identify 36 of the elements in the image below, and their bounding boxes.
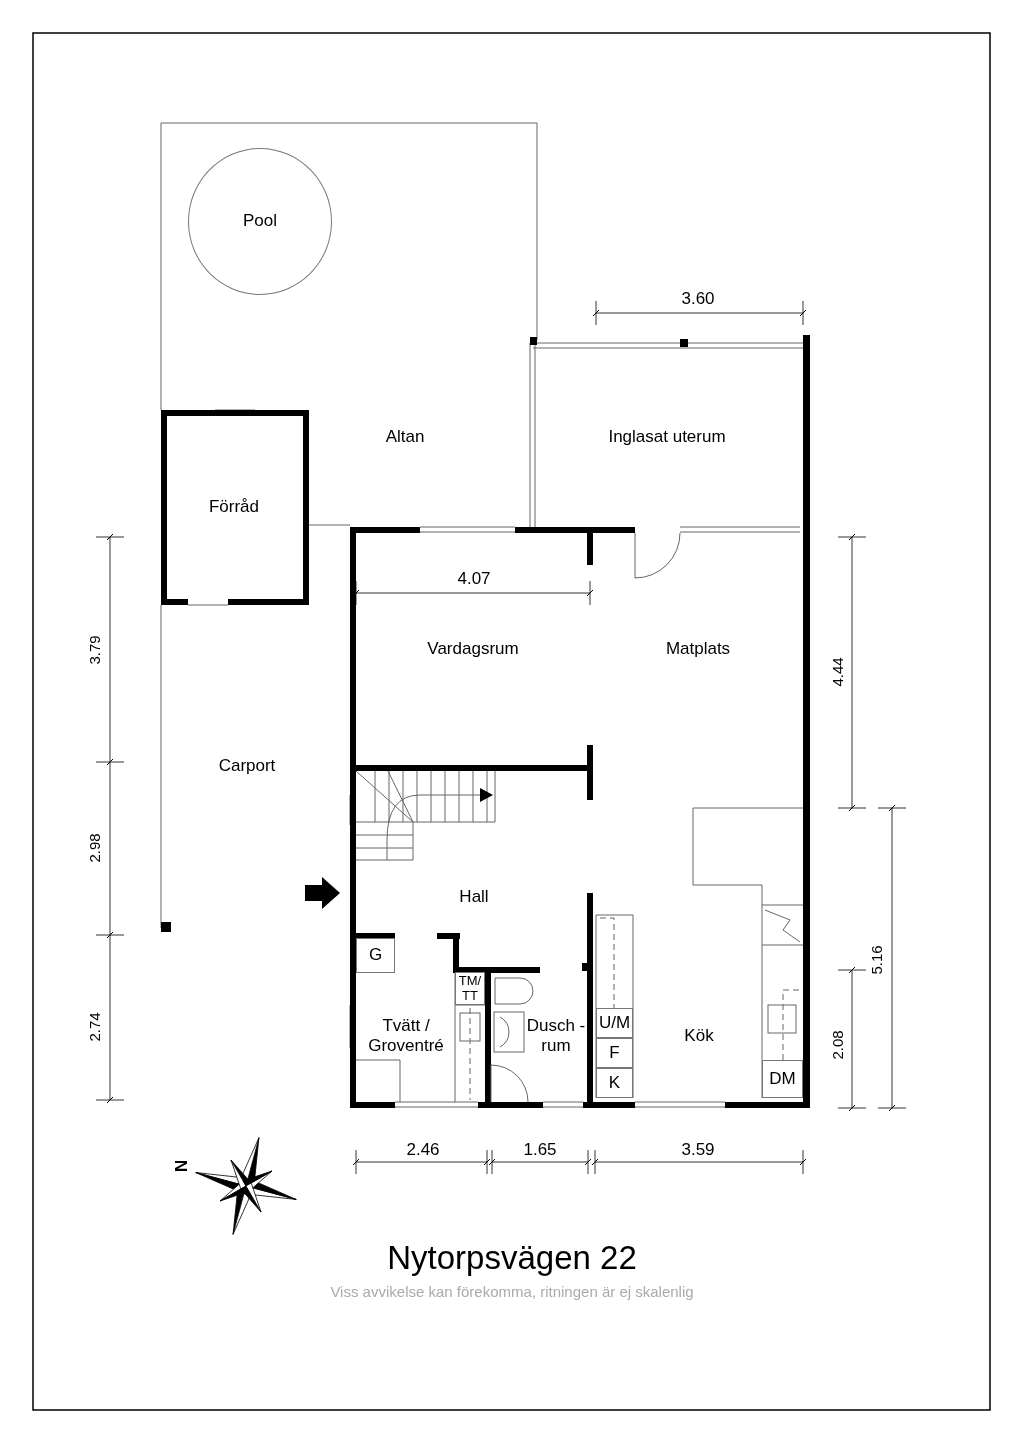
pool-circle	[188, 148, 332, 295]
dimension-value: 4.07	[457, 569, 491, 589]
dimension-value: 2.08	[829, 1030, 847, 1060]
fixture-box	[596, 1068, 633, 1098]
dimension-value: 5.16	[868, 945, 886, 975]
dimension-value: 3.79	[86, 635, 104, 665]
fixture-label: U/M	[598, 1013, 631, 1033]
room-name: Förråd	[208, 497, 260, 517]
dimension-value: 3.60	[681, 289, 715, 309]
room-name: Hall	[459, 887, 489, 907]
fixture-label: G	[368, 946, 383, 965]
room-name: Carport	[218, 756, 276, 776]
dimension-value: 3.59	[681, 1140, 715, 1160]
north-label: N	[170, 1159, 190, 1173]
fixture-label: DM	[769, 1069, 796, 1089]
dimension-value: 1.65	[523, 1140, 557, 1160]
fixture-box	[356, 938, 395, 973]
fixture-label: Pool	[243, 212, 277, 231]
room-name: Dusch -rum	[526, 1016, 586, 1056]
caption: Viss avvikelse kan förekomma, ritningen är ej skalenlig	[330, 1283, 694, 1301]
dimension-value: 2.74	[86, 1012, 104, 1042]
fixture-label: TM/ TT	[457, 974, 483, 1003]
room-name: Vardagsrum	[427, 639, 519, 659]
room-name: Matplats	[665, 639, 731, 659]
room-name: Kök	[684, 1026, 714, 1046]
room-name: Tvätt / Groventré	[367, 1016, 445, 1056]
dimension-value: 2.46	[406, 1140, 440, 1160]
fixture-label: K	[608, 1073, 621, 1093]
dimension-value: 4.44	[829, 657, 847, 687]
room-name: Altan	[385, 427, 425, 447]
fixture-box	[596, 1038, 633, 1068]
room-name: Inglasat uterum	[608, 427, 726, 447]
fixture-box	[762, 1060, 803, 1098]
title: Nytorpsvägen 22	[387, 1239, 637, 1277]
dimension-value: 2.98	[86, 833, 104, 863]
fixture-label: F	[609, 1043, 620, 1063]
